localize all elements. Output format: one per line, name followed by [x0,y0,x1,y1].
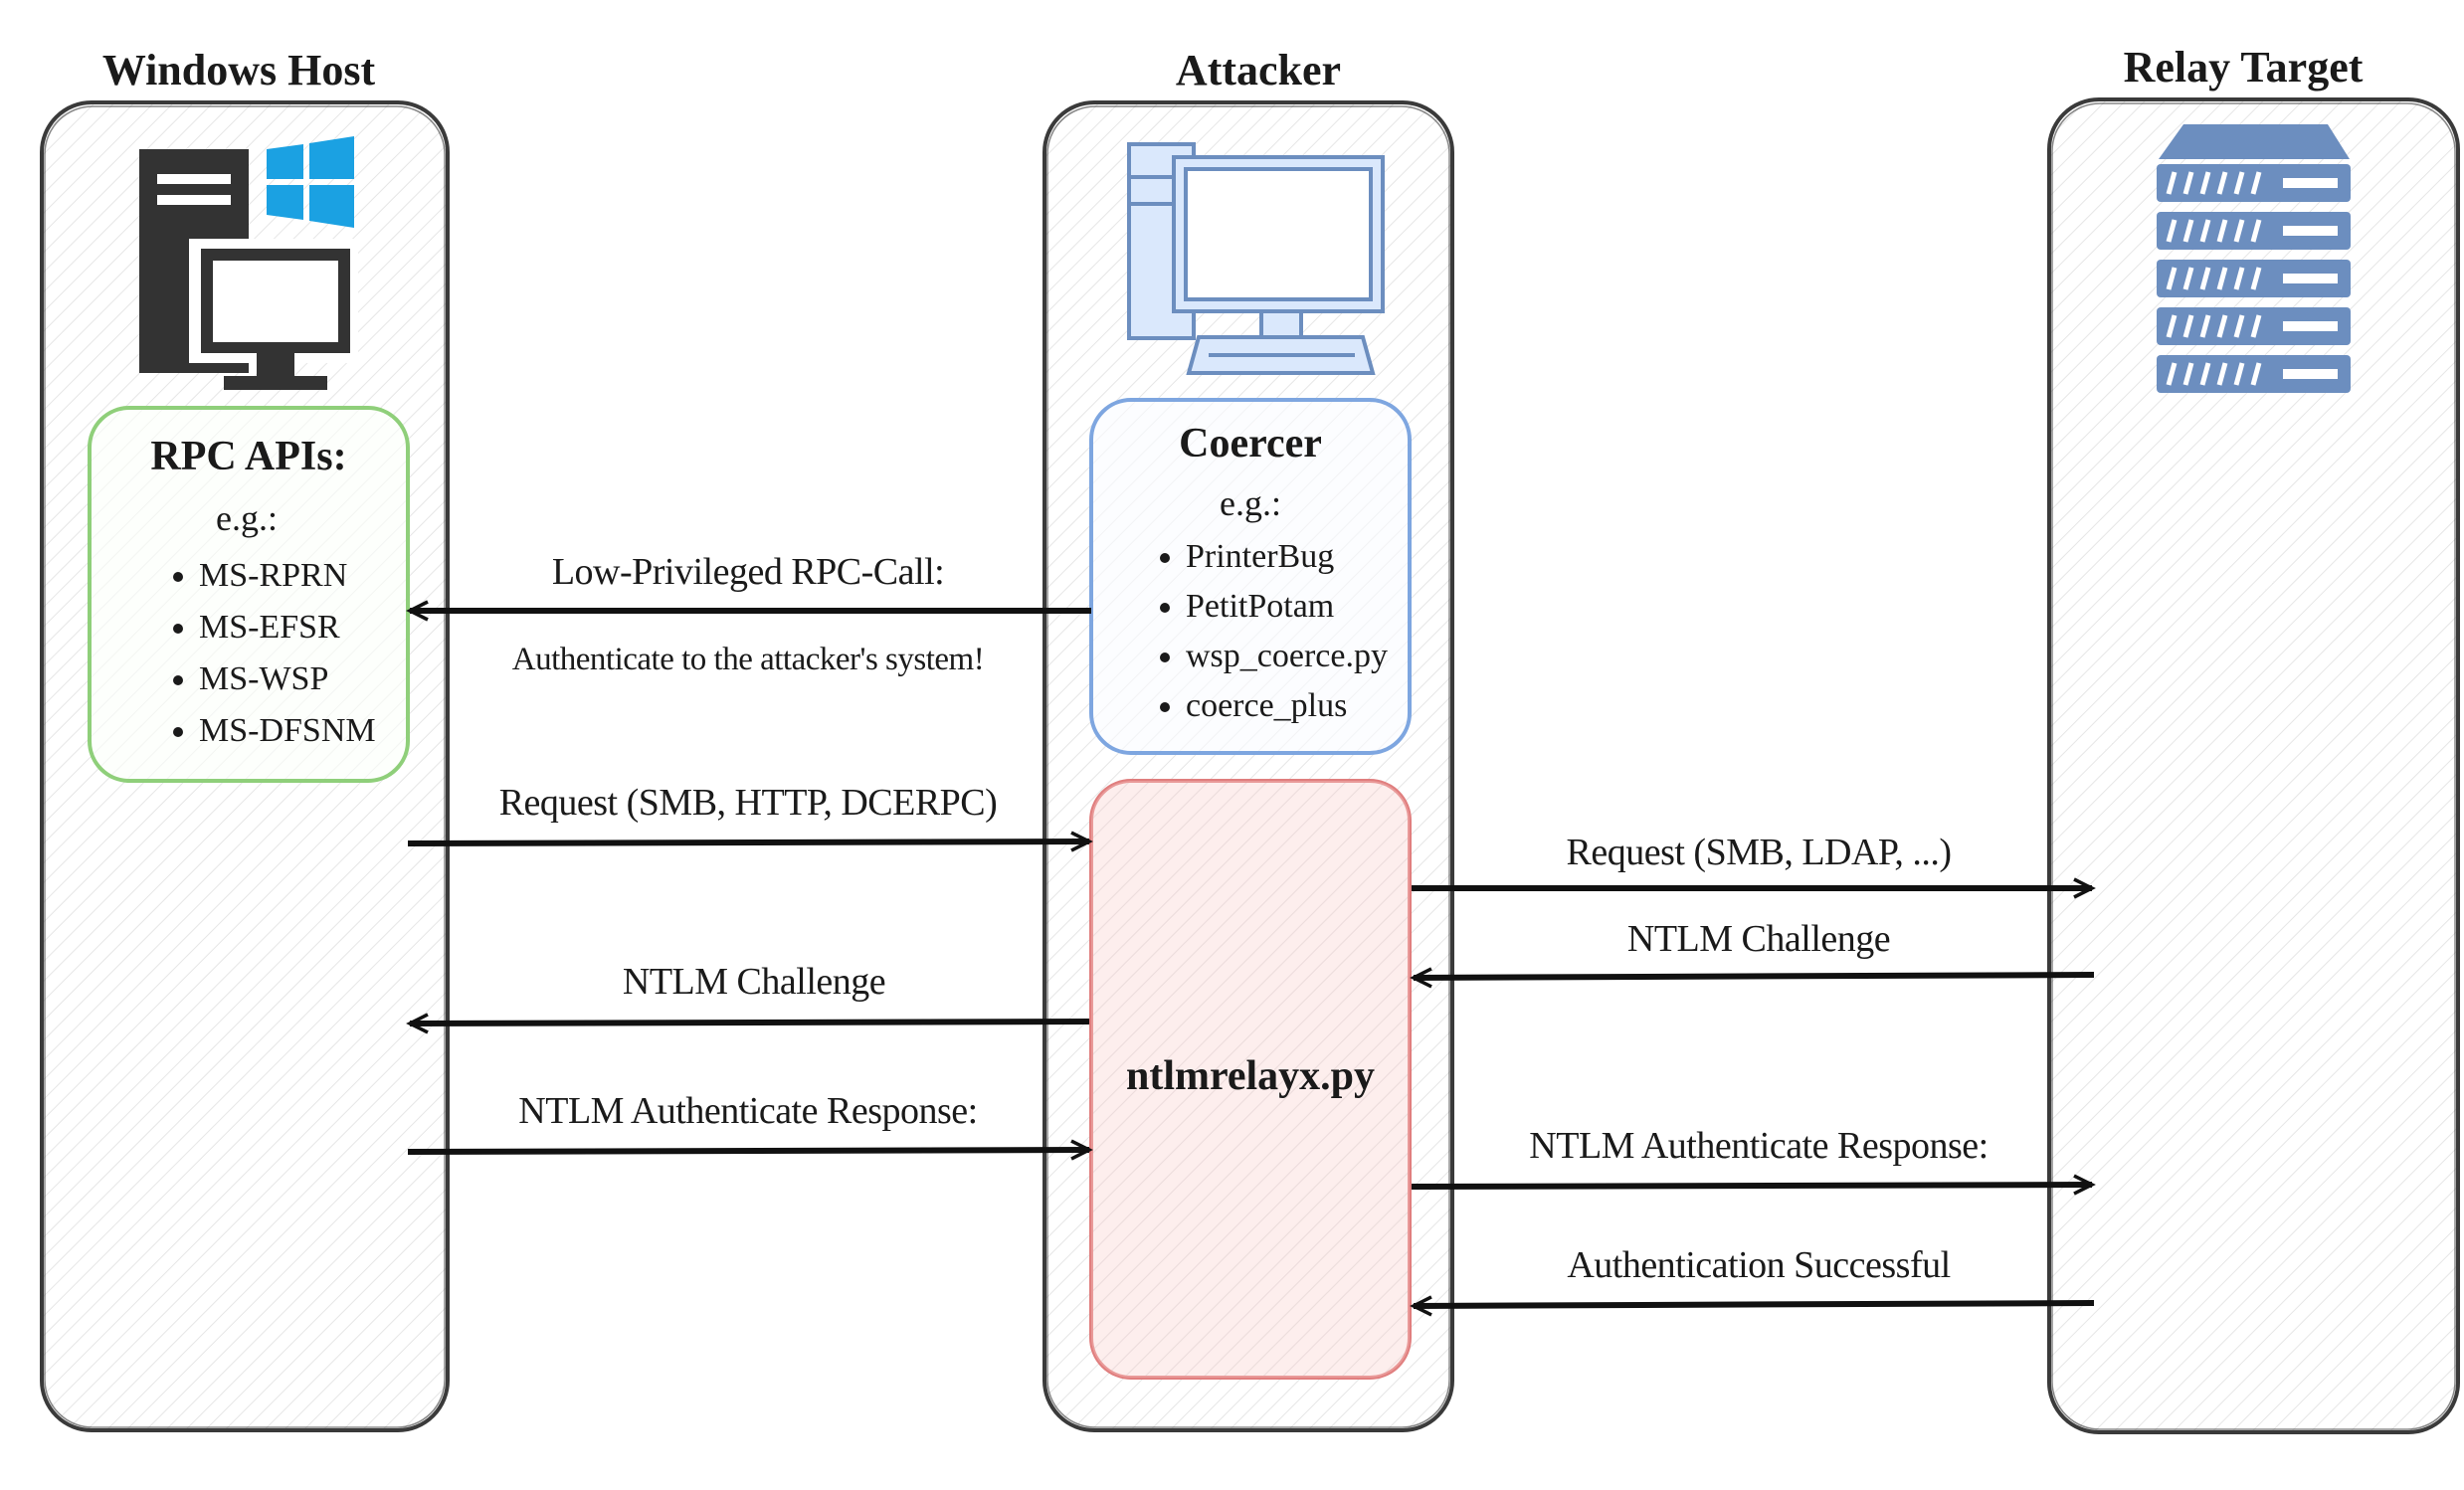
rpc-call-label: Low-Privileged RPC-Call: [551,551,945,593]
list-item: PrinterBug [1186,532,1388,582]
list-item: coerce_plus [1186,681,1388,731]
list-item: MS-RPRN [199,550,376,602]
lane-relay-target [2047,97,2460,1434]
challenge-host-label: NTLM Challenge [622,961,886,1003]
arrow-auth-target [1411,1174,2096,1196]
arrow-challenge-target [1410,967,2095,989]
ntlmrelayx-box [1089,779,1412,1380]
coercer-title: Coercer [1179,421,1322,466]
rpc-apis-box [88,406,410,783]
attacker-title: Attacker [1175,46,1342,94]
challenge-target-label: NTLM Challenge [1626,918,1891,960]
list-item: wsp_coerce.py [1186,632,1388,681]
rpc-apis-eg: e.g.: [216,498,278,538]
coercer-box [1089,398,1412,755]
coercer-list: PrinterBug PetitPotam wsp_coerce.py coer… [1146,532,1388,731]
arrow-challenge-host [406,1013,1090,1034]
list-item: PetitPotam [1186,582,1388,632]
arrow-request-host [407,831,1093,852]
ntlmrelayx-label: ntlmrelayx.py [1125,1053,1376,1099]
arrow-auth-host [407,1139,1093,1161]
arrow-success-target [1410,1295,2095,1317]
request-host-label: Request (SMB, HTTP, DCERPC) [498,782,998,824]
rpc-apis-list: MS-RPRN MS-EFSR MS-WSP MS-DFSNM [159,550,376,757]
windows-pc-icon [139,136,358,390]
success-target-label: Authentication Successful [1567,1244,1951,1286]
rpc-call-sublabel: Authenticate to the attacker's system! [511,642,985,677]
relay-target-title: Relay Target [2123,43,2364,92]
server-rack-icon [2157,124,2351,393]
auth-host-label: NTLM Authenticate Response: [518,1090,978,1132]
auth-target-label: NTLM Authenticate Response: [1529,1125,1989,1167]
windows-host-title: Windows Host [101,46,376,94]
request-target-label: Request (SMB, LDAP, ...) [1566,832,1952,873]
coercer-eg: e.g.: [1220,483,1281,523]
desktop-computer-icon [1127,142,1385,375]
list-item: MS-EFSR [199,602,376,653]
list-item: MS-DFSNM [199,705,376,757]
rpc-apis-title: RPC APIs: [150,434,347,479]
list-item: MS-WSP [199,653,376,705]
